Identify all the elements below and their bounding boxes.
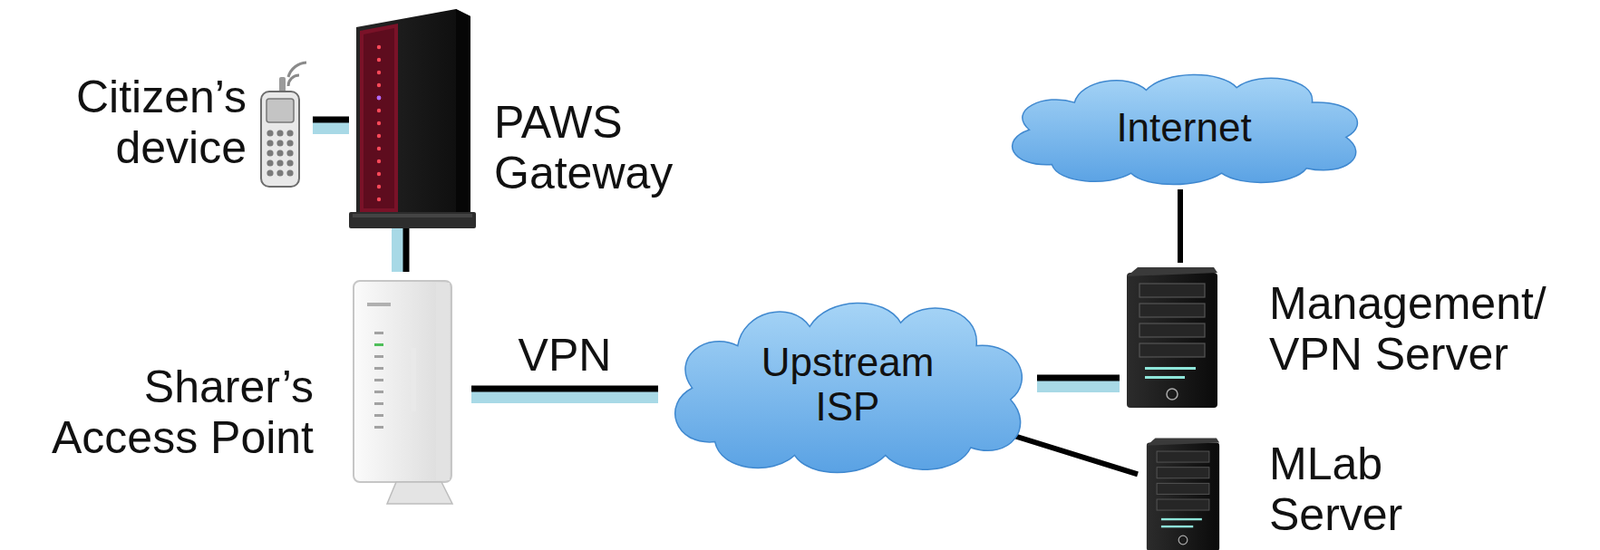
label-area: PAWS Gateway — [494, 88, 703, 207]
node-label: Sharer’s Access Point — [7, 361, 314, 464]
connector-stroke — [1037, 376, 1120, 393]
connector-stroke — [471, 386, 659, 393]
node-label: Internet — [1049, 105, 1319, 150]
node-label: Management/ VPN Server — [1269, 278, 1582, 380]
ap-icon — [339, 275, 470, 508]
network-cloud: Upstream ISP — [658, 288, 1038, 481]
tunnel-link — [399, 228, 407, 272]
node-label: PAWS Gateway — [494, 96, 703, 199]
device-node: Management/ VPN Server — [1119, 262, 1584, 410]
connector-stroke — [1037, 375, 1120, 382]
node-label: Citizen’s device — [36, 71, 247, 174]
tunnel-link — [312, 119, 350, 127]
phone-icon — [252, 58, 311, 191]
node-label: Upstream ISP — [730, 339, 965, 430]
label-area: Upstream ISP — [730, 324, 965, 445]
connector-stroke — [1177, 189, 1184, 263]
tunnel-link — [1037, 378, 1120, 385]
edge-label: VPN — [514, 330, 616, 381]
network-cloud: Internet — [995, 65, 1373, 190]
device-node: Sharer’s Access Point — [7, 271, 472, 508]
label-area: Management/ VPN Server — [1269, 270, 1582, 388]
router-icon — [349, 7, 476, 229]
connector-stroke — [391, 228, 408, 272]
connector-stroke — [471, 387, 659, 404]
network-link — [1180, 189, 1182, 263]
connector-stroke — [312, 117, 350, 135]
node-label: MLab Server — [1269, 438, 1407, 541]
server-icon — [1137, 436, 1229, 550]
label-area: MLab Server — [1269, 435, 1407, 544]
connector-stroke — [312, 116, 350, 124]
label-area: Sharer’s Access Point — [7, 353, 314, 472]
device-node: PAWS Gateway — [349, 7, 703, 229]
server-icon — [1119, 265, 1225, 408]
connector-stroke — [403, 228, 410, 272]
device-node: Citizen’s device — [36, 54, 313, 191]
label-area: Citizen’s device — [36, 63, 247, 182]
device-node: MLab Server — [1137, 431, 1410, 548]
tunnel-link — [471, 388, 659, 396]
label-area: Internet — [1049, 83, 1319, 172]
